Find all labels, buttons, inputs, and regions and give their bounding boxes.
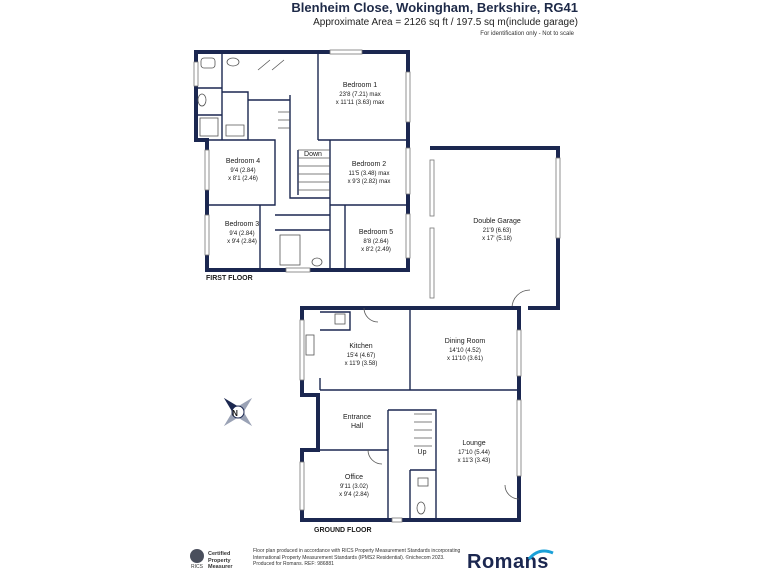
hall-name-line2: Hall xyxy=(351,423,364,430)
garage-dim2: x 17' (5.18) xyxy=(482,236,512,242)
bedroom4-name: Bedroom 4 xyxy=(226,158,260,165)
first-floor-plan: Bedroom 1 23'8 (7.21) max x 11'11 (3.63)… xyxy=(193,49,411,282)
stairs-down-label: Down xyxy=(304,151,322,158)
bedroom5-name: Bedroom 5 xyxy=(359,229,393,236)
bedroom5-dim2: x 8'2 (2.49) xyxy=(361,247,391,253)
hall-name-line1: Entrance xyxy=(343,414,371,421)
ground-floor-label: GROUND FLOOR xyxy=(314,527,372,534)
approximate-area: Approximate Area = 2126 sq ft / 197.5 sq… xyxy=(313,17,578,28)
bedroom3-dim2: x 9'4 (2.84) xyxy=(227,239,257,245)
footer-text-line1: Floor plan produced in accordance with R… xyxy=(253,548,461,554)
bedroom4-dim2: x 8'1 (2.46) xyxy=(228,176,258,182)
footer-text-line3: Produced for Romans. REF: 986881 xyxy=(253,561,334,567)
identification-note: For identification only - Not to scale xyxy=(480,31,574,37)
kitchen-dim2: x 11'9 (3.58) xyxy=(345,361,378,367)
lounge-dim1: 17'10 (5.44) xyxy=(458,450,490,456)
garage-plan: Double Garage 21'9 (6.63) x 17' (5.18) xyxy=(429,146,561,310)
compass-north-label: N xyxy=(232,409,238,418)
page-title: Blenheim Close, Wokingham, Berkshire, RG… xyxy=(291,0,578,15)
bedroom2-dim2: x 9'3 (2.82) max xyxy=(348,179,391,185)
bedroom2-name: Bedroom 2 xyxy=(352,161,386,168)
rics-logo-icon: RICS xyxy=(188,548,206,575)
ground-floor-plan: Kitchen 15'4 (4.67) x 11'9 (3.58) Dining… xyxy=(299,306,522,534)
kitchen-dim1: 15'4 (4.67) xyxy=(347,353,376,359)
garage-name: Double Garage xyxy=(473,218,521,225)
bedroom2-dim1: 11'5 (3.48) max xyxy=(348,171,389,177)
footer-disclaimer: Floor plan produced in accordance with R… xyxy=(253,548,473,568)
romans-logo: Romans xyxy=(467,549,554,574)
garage-dim1: 21'9 (6.63) xyxy=(483,228,512,234)
bedroom1-name: Bedroom 1 xyxy=(343,82,377,89)
compass-icon xyxy=(223,397,253,427)
footer-text-line2: International Property Measurement Stand… xyxy=(253,554,445,561)
office-name: Office xyxy=(345,474,363,481)
bedroom3-name: Bedroom 3 xyxy=(225,221,259,228)
dining-dim1: 14'10 (4.52) xyxy=(449,348,481,354)
rics-line3: Measurer xyxy=(208,564,233,570)
lounge-dim2: x 11'3 (3.43) xyxy=(458,458,491,464)
office-dim1: 9'11 (3.02) xyxy=(340,484,368,490)
rics-certified-label: Certified Property Measurer xyxy=(208,551,232,571)
lounge-name: Lounge xyxy=(462,440,485,447)
first-floor-label: FIRST FLOOR xyxy=(206,275,253,282)
rics-line2: Property xyxy=(208,557,231,564)
stairs-up-label: Up xyxy=(418,449,427,456)
bedroom4-dim1: 9'4 (2.84) xyxy=(230,168,255,174)
bedroom1-dim2: x 11'11 (3.63) max xyxy=(336,100,385,106)
wave-icon xyxy=(527,549,554,561)
bedroom1-dim1: 23'8 (7.21) max xyxy=(339,92,381,98)
office-dim2: x 9'4 (2.84) xyxy=(339,492,369,498)
rics-line1: Certified xyxy=(208,551,231,557)
dining-dim2: x 11'10 (3.61) xyxy=(447,356,483,362)
romans-brand-text: Romans xyxy=(467,551,549,573)
rics-badge-text: RICS xyxy=(191,564,204,570)
kitchen-name: Kitchen xyxy=(349,343,372,350)
bedroom5-dim1: 8'8 (2.64) xyxy=(363,239,388,245)
dining-name: Dining Room xyxy=(445,338,486,345)
bedroom3-dim1: 9'4 (2.84) xyxy=(229,231,254,237)
